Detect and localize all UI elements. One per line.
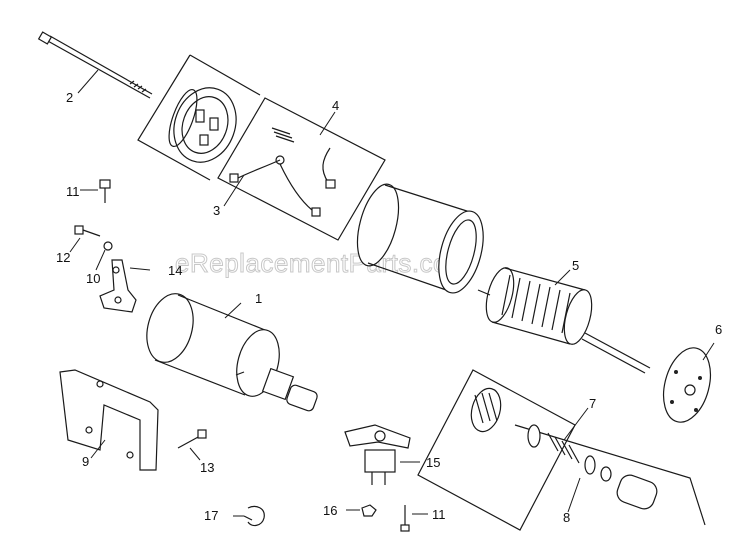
washer-10 [103, 241, 113, 251]
callout-12: 12 [56, 250, 70, 265]
through-bolt [37, 31, 153, 99]
screw-13 [177, 429, 207, 449]
mounting-bracket [59, 369, 159, 471]
clip-17 [243, 505, 265, 527]
armature [477, 267, 651, 374]
end-cap [662, 347, 712, 423]
callout-15: 15 [426, 455, 440, 470]
callout-16: 16 [323, 503, 337, 518]
callout-10: 10 [86, 271, 100, 286]
callout-3: 3 [213, 203, 220, 218]
callout-1: 1 [255, 291, 262, 306]
brush-holder-kit [137, 54, 261, 181]
solenoid-15 [344, 424, 411, 485]
housing [356, 183, 484, 294]
callout-9: 9 [82, 454, 89, 469]
callout-7: 7 [589, 396, 596, 411]
leader-lines [69, 69, 715, 517]
callout-13: 13 [200, 460, 214, 475]
drive-kit [417, 369, 706, 531]
nut-16 [361, 504, 377, 517]
screw-12 [74, 225, 101, 237]
callout-11-c: 11 [432, 507, 446, 522]
callout-4: 4 [332, 98, 339, 113]
callout-5: 5 [572, 258, 579, 273]
callout-8: 8 [563, 510, 570, 525]
callout-2: 2 [66, 90, 73, 105]
callout-11-a: 11 [66, 184, 80, 199]
bolt-11c [400, 505, 410, 532]
callout-17: 17 [204, 508, 218, 523]
watermark: eReplacementParts.com [175, 248, 470, 278]
starter-motor [146, 293, 318, 412]
callout-6: 6 [715, 322, 722, 337]
bracket-small [99, 259, 137, 313]
brush-kit [217, 97, 386, 241]
bolt-11a [99, 179, 111, 203]
callout-14: 14 [168, 263, 182, 278]
